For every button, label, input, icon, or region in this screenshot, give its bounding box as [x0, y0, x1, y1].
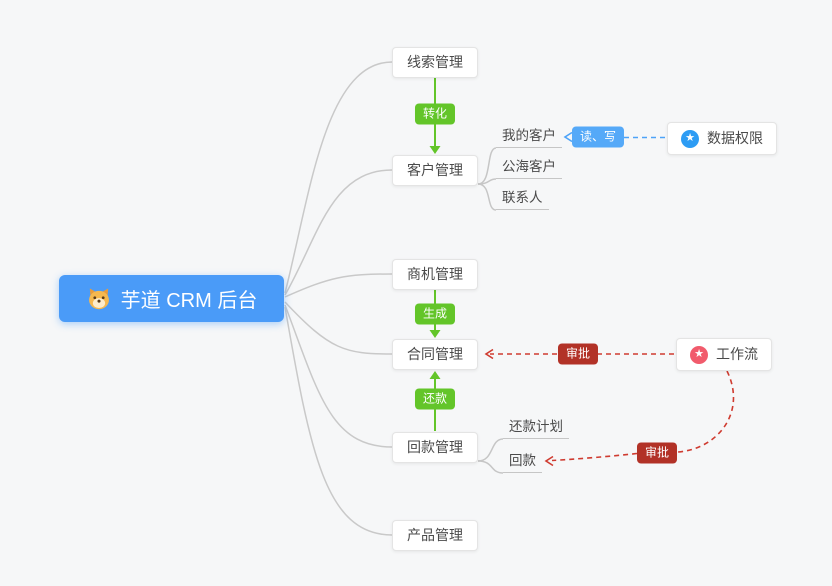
link-customer-my — [477, 147, 497, 185]
link-root-opportunity — [284, 273, 393, 298]
link-root-customer — [284, 169, 393, 296]
sub-node-public-pool-customers[interactable]: 公海客户 — [496, 158, 562, 179]
link-root-contract — [284, 301, 393, 355]
node-label: 产品管理 — [407, 527, 463, 543]
link-receivable-payment — [477, 460, 504, 474]
badge-repay: 还款 — [414, 388, 456, 410]
edge-workflow-receivable-curve — [677, 370, 735, 453]
node-label: 工作流 — [716, 346, 758, 362]
link-root-receivable — [284, 304, 393, 448]
node-label: 合同管理 — [407, 346, 463, 362]
arrow-left-icon — [563, 131, 573, 143]
sub-node-contacts[interactable]: 联系人 — [496, 189, 549, 210]
link-customer-contacts — [477, 183, 497, 211]
edge-approve-receivable-dash — [551, 452, 638, 462]
badge-convert: 转化 — [414, 103, 456, 125]
node-label: 商机管理 — [407, 266, 463, 282]
node-customer-management[interactable]: 客户管理 — [392, 155, 478, 186]
sub-node-receivable-payment[interactable]: 回款 — [503, 452, 542, 473]
node-lead-management[interactable]: 线索管理 — [392, 47, 478, 78]
star-icon: ★ — [690, 345, 708, 364]
badge-read-write: 读、写 — [571, 126, 625, 148]
node-label: 数据权限 — [707, 130, 763, 146]
node-label: 客户管理 — [407, 162, 463, 178]
arrow-down-icon — [429, 146, 441, 154]
arrow-left-icon — [484, 348, 494, 360]
root-label: 芋道 CRM 后台 — [120, 290, 258, 312]
node-label: 回款管理 — [407, 439, 463, 455]
link-root-product — [284, 306, 393, 536]
node-receivable-management[interactable]: 回款管理 — [392, 432, 478, 463]
link-receivable-plan — [477, 438, 504, 462]
badge-approve-contract: 审批 — [557, 343, 599, 365]
node-label: 线索管理 — [407, 54, 463, 70]
arrow-down-icon — [429, 330, 441, 338]
node-product-management[interactable]: 产品管理 — [392, 520, 478, 551]
node-workflow[interactable]: ★ 工作流 — [676, 338, 772, 371]
star-icon: ★ — [681, 129, 699, 148]
node-opportunity-management[interactable]: 商机管理 — [392, 259, 478, 290]
arrow-left-icon — [544, 455, 554, 467]
badge-generate: 生成 — [414, 303, 456, 325]
node-data-permission[interactable]: ★ 数据权限 — [667, 122, 777, 155]
root-node-crm-admin[interactable]: 芋道 CRM 后台 — [59, 275, 284, 322]
badge-approve-receivable: 审批 — [636, 442, 678, 464]
link-customer-pool — [477, 178, 497, 185]
shiba-dog-icon — [86, 287, 112, 310]
node-contract-management[interactable]: 合同管理 — [392, 339, 478, 370]
link-root-lead — [284, 61, 393, 294]
sub-node-my-customers[interactable]: 我的客户 — [496, 127, 562, 148]
arrow-up-icon — [429, 371, 441, 379]
sub-node-repayment-plan[interactable]: 还款计划 — [503, 418, 569, 439]
